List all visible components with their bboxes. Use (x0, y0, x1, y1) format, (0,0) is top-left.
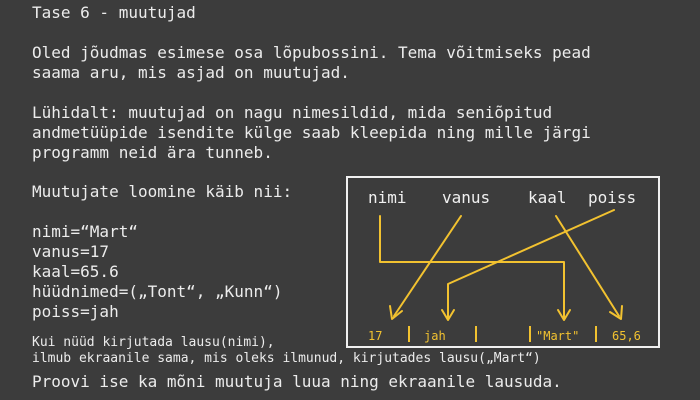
connection-arrows (379, 209, 623, 321)
summary-line-1: Lühidalt: muutujad on nagu nimesildid, m… (32, 103, 553, 122)
summary-line-2: andmetüüpide isendite külge saab kleepid… (32, 123, 591, 142)
arrowhead-17 (389, 305, 403, 320)
task-text: Proovi ise ka mõni muutuja luua ning ekr… (32, 372, 562, 391)
arrow-kaal-to-65 (555, 215, 620, 317)
code-line-age: vanus=17 (32, 242, 110, 261)
label-poiss: poiss (588, 188, 636, 207)
arrowhead-65 (609, 305, 623, 320)
arrowhead-mart (557, 309, 571, 321)
summary-line-3: programm neid ära tunneb. (32, 143, 273, 162)
code-line-boy: poiss=jah (32, 302, 119, 321)
note-line-1: Kui nüüd kirjutada lausu(nimi), (32, 335, 275, 350)
label-nimi: nimi (368, 188, 407, 207)
value-separators (408, 326, 597, 342)
intro-line-2: saama aru, mis asjad on muutujad. (32, 63, 350, 82)
note-line-2: ilmub ekraanile sama, mis oleks ilmunud,… (32, 351, 541, 366)
arrow-poiss-to-jah (447, 209, 615, 319)
value-17: 17 (368, 329, 382, 343)
value-mart: "Mart" (536, 329, 579, 343)
value-65-6: 65,6 (612, 329, 641, 343)
lesson-title: Tase 6 - muutujad (32, 3, 196, 22)
code-line-weight: kaal=65.6 (32, 262, 119, 281)
value-jah: jah (424, 329, 446, 343)
intro-line-1: Oled jõudmas esimese osa lõpubossini. Te… (32, 43, 591, 62)
arrow-vanus-to-17 (393, 215, 462, 317)
code-line-name: nimi=“Mart“ (32, 222, 138, 241)
arrowhead-jah (441, 309, 455, 321)
diagram-frame (346, 176, 660, 348)
label-kaal: kaal (528, 188, 567, 207)
variable-diagram: nimi vanus kaal poiss 17 jah "Mart" 65,6 (346, 176, 660, 348)
code-line-nicknames: hüüdnimed=(„Tont“, „Kunn“) (32, 282, 283, 301)
label-vanus: vanus (442, 188, 490, 207)
arrow-nimi-to-mart (379, 215, 565, 319)
howto-text: Muutujate loomine käib nii: (32, 182, 293, 201)
